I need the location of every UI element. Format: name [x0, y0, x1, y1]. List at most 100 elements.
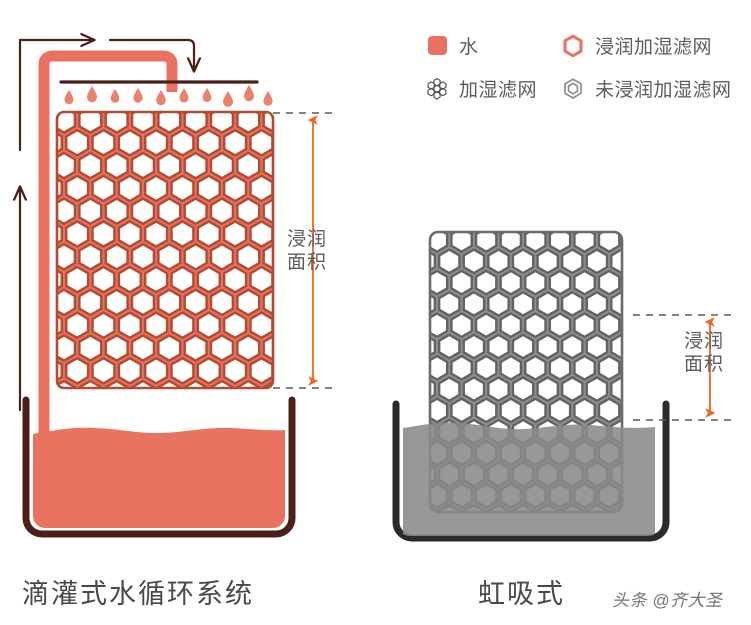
mesh-cell — [538, 548, 558, 571]
mesh-cell — [536, 248, 560, 275]
mesh-cell — [130, 379, 156, 388]
mesh-cell — [450, 397, 473, 424]
flow-arrow-group — [20, 38, 194, 412]
mesh-cell — [536, 376, 560, 403]
mesh-cell — [430, 397, 449, 424]
mesh-cell — [330, 176, 352, 201]
mesh-cell — [183, 379, 208, 388]
mesh-cell — [437, 376, 461, 403]
droplet — [87, 86, 97, 103]
mesh-cell — [499, 312, 523, 339]
mesh-cell — [402, 271, 422, 294]
mesh-cell — [57, 288, 77, 317]
mesh-cell — [450, 354, 473, 381]
mesh-cell — [511, 376, 535, 403]
mesh-cell — [430, 269, 449, 296]
mesh-cell — [560, 290, 584, 317]
mesh-cell — [183, 242, 208, 271]
mesh-cell — [430, 290, 437, 317]
mesh-cell — [330, 358, 352, 383]
mesh-cell — [524, 354, 547, 381]
droplet — [223, 91, 233, 107]
mesh-cell — [636, 335, 656, 358]
mesh-cell — [290, 290, 312, 315]
mesh-cell — [560, 376, 584, 403]
mesh-cell — [316, 335, 338, 360]
right-diagram-caption: 虹吸式 — [478, 579, 565, 609]
mesh-cell — [104, 112, 129, 134]
mesh-cell — [157, 334, 182, 362]
mesh-cell — [499, 354, 523, 381]
mesh-cell — [290, 107, 312, 132]
left-dimension-label: 浸润 面积 — [287, 228, 327, 274]
mesh-cell — [65, 128, 90, 157]
mesh-cell — [262, 242, 273, 271]
mesh-cell — [277, 358, 299, 383]
mesh-cell — [597, 269, 621, 296]
mesh-cell — [487, 290, 510, 317]
mesh-cell — [209, 151, 235, 180]
legend-item-mesh: 加湿滤网 — [424, 75, 560, 102]
mesh-cell — [196, 265, 221, 294]
mesh-cell — [57, 265, 63, 294]
mesh-cell — [170, 356, 195, 385]
mesh-cell — [78, 242, 103, 271]
mesh-cell — [488, 207, 508, 230]
watermark: 头条 @齐大圣 — [612, 591, 723, 610]
down-right-arrow — [108, 38, 194, 70]
mesh-cell — [57, 379, 77, 388]
mesh-cell — [513, 548, 533, 571]
mesh-cell — [439, 548, 459, 571]
mesh-cell — [196, 220, 221, 248]
mesh-cell — [249, 311, 273, 340]
mesh-cell — [316, 290, 338, 315]
droplet — [110, 89, 120, 103]
mesh-cell — [415, 548, 435, 571]
mesh-cell — [562, 548, 582, 571]
legend-label-water: 水 — [459, 37, 479, 58]
mesh-cell — [170, 311, 195, 340]
mesh-cell — [636, 377, 656, 400]
right-dimension-label-line2: 面积 — [684, 354, 725, 375]
mesh-cell — [65, 311, 90, 340]
mesh-cell — [262, 379, 273, 388]
mesh-cell — [224, 404, 246, 429]
mesh-cell — [474, 397, 498, 424]
mesh-cell — [117, 356, 142, 385]
mesh-cell — [524, 269, 547, 296]
dry-hex-icon — [560, 76, 586, 102]
mesh-cell — [236, 197, 261, 226]
mesh-cell — [78, 151, 103, 180]
mesh-cell — [585, 376, 609, 403]
mesh-cell — [249, 174, 273, 203]
mesh-cell — [57, 356, 63, 385]
mesh-cell — [78, 288, 103, 317]
mesh-cell — [183, 151, 208, 180]
mesh-cell — [661, 292, 681, 315]
mesh-cell — [524, 397, 547, 424]
mesh-cell — [303, 404, 325, 429]
right-dimension-label: 浸润 面积 — [684, 330, 724, 376]
mesh-cell — [573, 269, 596, 296]
mesh-cell — [65, 174, 90, 203]
mesh-cell — [597, 354, 621, 381]
mesh-cell — [330, 313, 352, 338]
mesh-cell — [439, 207, 459, 230]
mesh-cell — [513, 207, 533, 230]
droplet — [244, 85, 254, 102]
mesh-cell — [196, 356, 221, 385]
mesh-cell — [597, 312, 621, 339]
mesh-cell — [573, 232, 596, 254]
mesh-cell — [661, 250, 681, 273]
mesh-cell — [145, 404, 167, 429]
mesh-cell — [57, 174, 63, 203]
mesh-cell — [538, 207, 558, 230]
mesh-cell — [487, 248, 510, 275]
mesh-cell — [223, 128, 248, 157]
mesh-cell — [209, 379, 235, 388]
mesh-cell — [303, 85, 325, 110]
mesh-cell — [91, 265, 116, 294]
water-swatch-icon — [424, 33, 450, 59]
mesh-cell — [209, 197, 235, 226]
mesh-cell — [330, 267, 352, 292]
